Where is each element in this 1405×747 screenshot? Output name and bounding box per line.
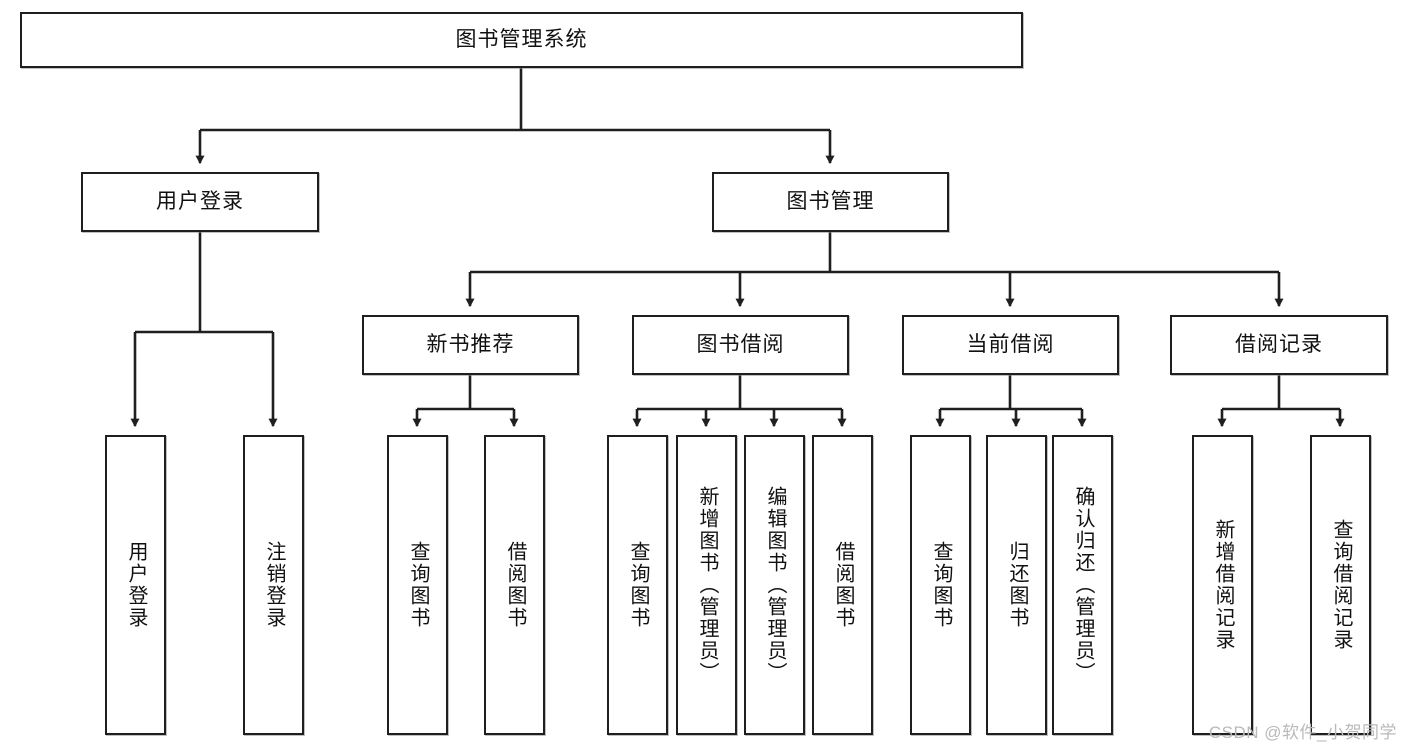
node-leaf-borrow-book-label: 借阅图书 — [832, 541, 854, 629]
node-current-borrow-label: 当前借阅 — [966, 333, 1055, 357]
node-borrow-record-label: 借阅记录 — [1235, 333, 1323, 357]
node-root-label: 图书管理系统 — [455, 28, 588, 52]
node-leaf-edit-book[interactable]: 编辑图书（管理员） — [744, 435, 805, 735]
node-leaf-query-book-cur[interactable]: 查询图书 — [910, 435, 971, 735]
node-book-borrow-label: 图书借阅 — [696, 333, 785, 357]
node-current-borrow[interactable]: 当前借阅 — [902, 315, 1119, 375]
node-leaf-confirm-return-label: 确认归还（管理员） — [1072, 486, 1094, 684]
node-user-login-label: 用户登录 — [156, 190, 244, 214]
node-leaf-query-book-rec-label: 查询图书 — [407, 541, 429, 629]
node-leaf-query-record-label: 查询借阅记录 — [1330, 519, 1352, 651]
node-leaf-confirm-return[interactable]: 确认归还（管理员） — [1052, 435, 1113, 735]
node-leaf-query-record[interactable]: 查询借阅记录 — [1310, 435, 1371, 735]
node-leaf-query-book-rec[interactable]: 查询图书 — [387, 435, 448, 735]
node-leaf-borrow-book[interactable]: 借阅图书 — [812, 435, 873, 735]
node-new-book-recommend-label: 新书推荐 — [426, 333, 515, 357]
node-leaf-user-logout-label: 注销登录 — [263, 541, 285, 629]
node-leaf-return-book[interactable]: 归还图书 — [986, 435, 1047, 735]
node-leaf-return-book-label: 归还图书 — [1006, 541, 1028, 629]
node-leaf-query-book-cur-label: 查询图书 — [930, 541, 952, 629]
node-leaf-add-book-label: 新增图书（管理员） — [696, 486, 718, 684]
node-leaf-query-book-borrow[interactable]: 查询图书 — [607, 435, 668, 735]
node-leaf-user-logout[interactable]: 注销登录 — [243, 435, 304, 735]
node-book-manage[interactable]: 图书管理 — [712, 172, 949, 232]
node-leaf-add-record[interactable]: 新增借阅记录 — [1192, 435, 1253, 735]
node-leaf-user-login-label: 用户登录 — [125, 541, 147, 629]
watermark: CSDN @软件_小贺同学 — [1208, 723, 1397, 742]
node-leaf-query-book-borrow-label: 查询图书 — [627, 541, 649, 629]
node-book-manage-label: 图书管理 — [786, 190, 875, 214]
node-leaf-edit-book-label: 编辑图书（管理员） — [764, 486, 786, 684]
node-leaf-add-book[interactable]: 新增图书（管理员） — [676, 435, 737, 735]
node-leaf-borrow-book-rec[interactable]: 借阅图书 — [484, 435, 545, 735]
node-leaf-user-login[interactable]: 用户登录 — [105, 435, 166, 735]
node-leaf-add-record-label: 新增借阅记录 — [1212, 519, 1234, 651]
node-leaf-borrow-book-rec-label: 借阅图书 — [504, 541, 526, 629]
node-book-borrow[interactable]: 图书借阅 — [632, 315, 849, 375]
node-borrow-record[interactable]: 借阅记录 — [1170, 315, 1388, 375]
node-root[interactable]: 图书管理系统 — [20, 12, 1023, 68]
node-new-book-recommend[interactable]: 新书推荐 — [362, 315, 579, 375]
node-user-login[interactable]: 用户登录 — [81, 172, 319, 232]
